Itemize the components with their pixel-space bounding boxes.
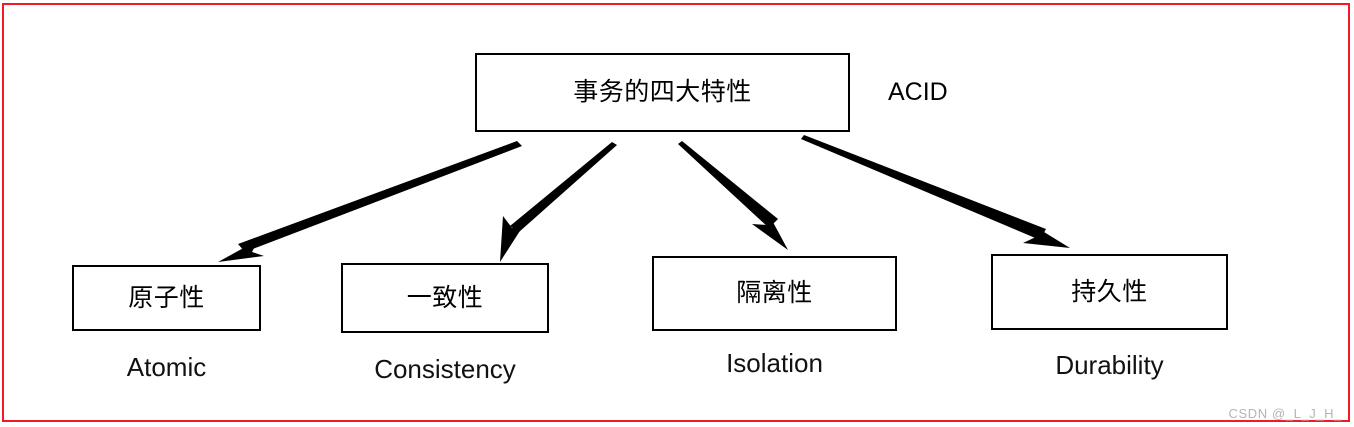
arrow-to-durability xyxy=(801,135,1070,248)
child-node-consistency-label: 一致性 xyxy=(406,283,484,312)
english-label-durability: Durability xyxy=(1055,350,1164,380)
acid-annotation: ACID xyxy=(888,78,948,106)
child-node-isolation[interactable]: 隔离性 xyxy=(652,256,897,331)
arrow-to-consistency xyxy=(500,142,617,262)
english-label-atomic: Atomic xyxy=(126,352,207,382)
csdn-watermark: CSDN @_L_J_H_ xyxy=(1228,406,1342,421)
root-node-box[interactable]: 事务的四大特性 xyxy=(475,53,850,132)
arrow-to-atomic xyxy=(218,141,522,262)
child-node-durability-label: 持久性 xyxy=(1071,277,1148,306)
child-node-atomic[interactable]: 原子性 xyxy=(72,265,261,331)
child-node-isolation-label: 隔离性 xyxy=(736,279,813,307)
child-node-atomic-label: 原子性 xyxy=(128,283,205,312)
english-label-consistency: Consistency xyxy=(374,354,516,384)
root-node-label: 事务的四大特性 xyxy=(573,78,752,106)
child-node-durability[interactable]: 持久性 xyxy=(991,254,1228,330)
english-label-isolation: Isolation xyxy=(726,348,823,378)
arrow-to-isolation xyxy=(678,141,788,250)
child-node-consistency[interactable]: 一致性 xyxy=(341,263,549,333)
